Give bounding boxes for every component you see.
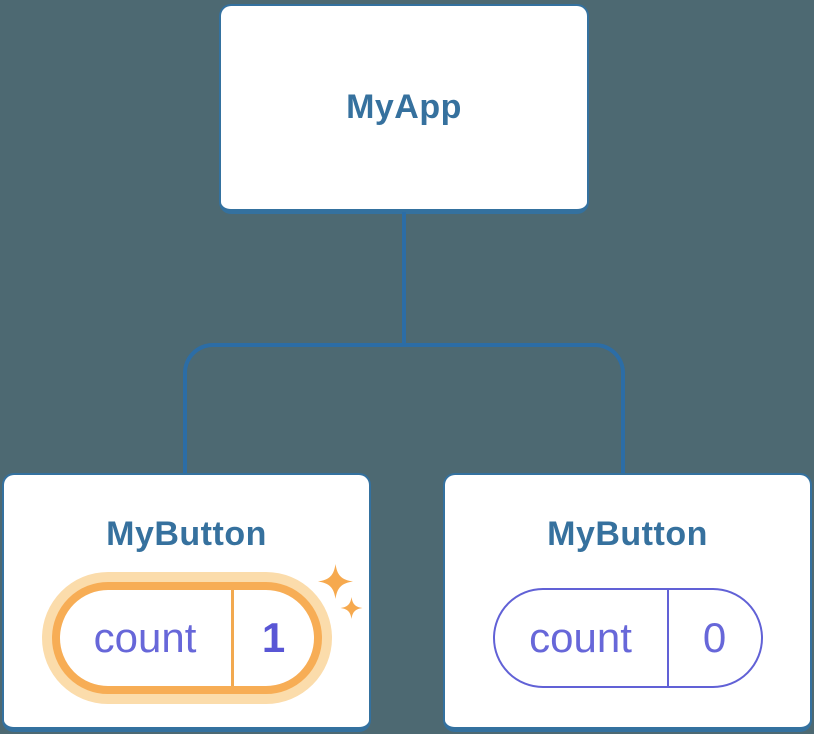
state-value: 1 [261, 614, 286, 661]
state-value: 0 [702, 614, 727, 661]
state-pill-updated: count 1 [51, 582, 322, 694]
node-mybutton-unchanged-label: MyButton [547, 515, 708, 553]
pill-divider [230, 590, 234, 686]
connector-bracket [183, 343, 625, 474]
sparkle-icon [318, 564, 353, 599]
node-myapp: MyApp [219, 4, 589, 214]
node-mybutton-updated-label: MyButton [106, 515, 267, 553]
state-pill-unchanged: count 0 [492, 588, 763, 688]
node-myapp-label: MyApp [346, 88, 462, 126]
node-mybutton-unchanged: MyButton count 0 [443, 473, 812, 732]
connector-stem [402, 212, 406, 345]
sparkle-icon [340, 597, 363, 619]
state-name: count [529, 614, 632, 661]
node-mybutton-updated: MyButton count 1 [2, 473, 371, 732]
state-name: count [93, 614, 197, 661]
pill-divider [666, 590, 669, 686]
